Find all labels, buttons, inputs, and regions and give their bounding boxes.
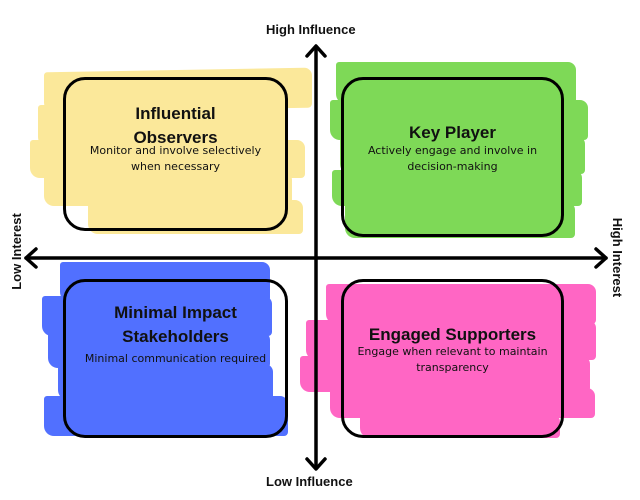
axis-label-low-influence: Low Influence [266, 474, 353, 489]
quadrant-description: Minimal communication required [84, 352, 267, 365]
quadrant-description: transparency [416, 361, 489, 374]
axis-label-low-interest: Low Interest [8, 213, 24, 290]
quadrant-title: Stakeholders [122, 327, 229, 346]
horizontal-axis-arrow [24, 247, 608, 269]
quadrant-influential-observers: Influential Observers Monitor and involv… [63, 77, 288, 231]
quadrant-title: Observers [133, 128, 218, 147]
quadrant-title: Engaged Supporters [368, 325, 537, 344]
quadrant-description: decision-making [407, 160, 498, 173]
quadrant-title: Key Player [409, 123, 496, 142]
quadrant-title: Influential [135, 104, 216, 123]
axis-label-high-interest: High Interest [610, 217, 626, 298]
quadrant-title: Minimal Impact [114, 303, 237, 322]
quadrant-description: Actively engage and involve in [367, 144, 538, 157]
quadrant-description: when necessary [131, 160, 220, 173]
axis-label-high-influence: High Influence [266, 22, 356, 37]
quadrant-minimal-impact-stakeholders: Minimal Impact Stakeholders Minimal comm… [63, 279, 288, 438]
quadrant-description: Monitor and involve selectively [89, 144, 262, 157]
quadrant-engaged-supporters: Engaged Supporters Engage when relevant … [341, 279, 564, 438]
quadrant-key-player: Key Player Actively engage and involve i… [341, 77, 564, 237]
quadrant-description: Engage when relevant to maintain [357, 345, 548, 358]
